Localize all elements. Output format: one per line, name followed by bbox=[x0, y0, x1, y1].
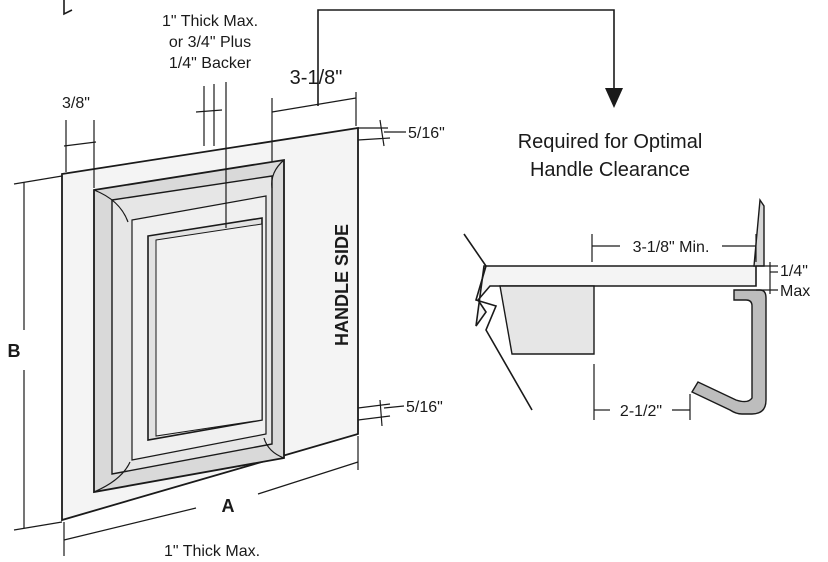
thickness-dim-line bbox=[195, 109, 223, 113]
frame-corner-br bbox=[263, 437, 285, 459]
corner-fragment bbox=[63, 0, 73, 16]
frame-corner-tl bbox=[93, 189, 129, 223]
edge-br-tick-1 bbox=[357, 403, 391, 409]
break-line bbox=[463, 233, 533, 411]
edge-left-label: 3/8" bbox=[62, 95, 90, 112]
edge-left-dim-line bbox=[63, 141, 97, 147]
edge-tr-tick-2 bbox=[357, 137, 391, 141]
handle-gap-label-1: 1/4" bbox=[780, 263, 808, 280]
dim-b-label: B bbox=[8, 341, 21, 361]
center-panel-face bbox=[155, 223, 263, 437]
dim-a-line-left bbox=[63, 507, 197, 541]
edge-br-dim-line bbox=[379, 399, 383, 427]
edge-tr-dim-line bbox=[379, 119, 385, 147]
dim-b-tick-top bbox=[13, 175, 63, 185]
handle-side-label: HANDLE SIDE bbox=[332, 224, 352, 346]
handle-depth-label: 2-1/2" bbox=[620, 403, 662, 420]
thickness-bottom-label: 1" Thick Max. bbox=[164, 543, 260, 560]
handle-gap-label-2: Max bbox=[780, 283, 810, 300]
clearance-slab bbox=[475, 265, 757, 327]
clearance-title-line-2: Handle Clearance bbox=[530, 159, 690, 181]
thickness-note-line-1: 1" Thick Max. bbox=[162, 13, 258, 30]
overlap-top-label: 3-1/8" bbox=[290, 67, 343, 89]
edge-top-right-label: 5/16" bbox=[408, 125, 445, 142]
cabinet-box bbox=[499, 285, 595, 355]
min-overhang-label: 3-1/8" Min. bbox=[633, 239, 710, 256]
edge-br-leader bbox=[383, 405, 405, 409]
callout-arrow-line bbox=[317, 9, 615, 106]
thickness-note-line-2: or 3/4" Plus bbox=[169, 34, 251, 51]
edge-bottom-right-label: 5/16" bbox=[406, 399, 443, 416]
callout-arrowhead bbox=[605, 88, 623, 108]
frame-corner-bl bbox=[93, 461, 131, 493]
dim-a-label: A bbox=[222, 496, 235, 516]
thickness-note-line-3: 1/4" Backer bbox=[169, 55, 252, 72]
overlap-dim-line bbox=[271, 97, 357, 113]
frame-corner-tr bbox=[271, 159, 285, 189]
dim-b-tick-bottom bbox=[13, 521, 63, 531]
dim-a-line-right bbox=[257, 461, 359, 495]
handle-profile bbox=[691, 289, 767, 415]
clearance-title-line-1: Required for Optimal bbox=[518, 131, 703, 153]
edge-br-tick-2 bbox=[357, 415, 391, 421]
